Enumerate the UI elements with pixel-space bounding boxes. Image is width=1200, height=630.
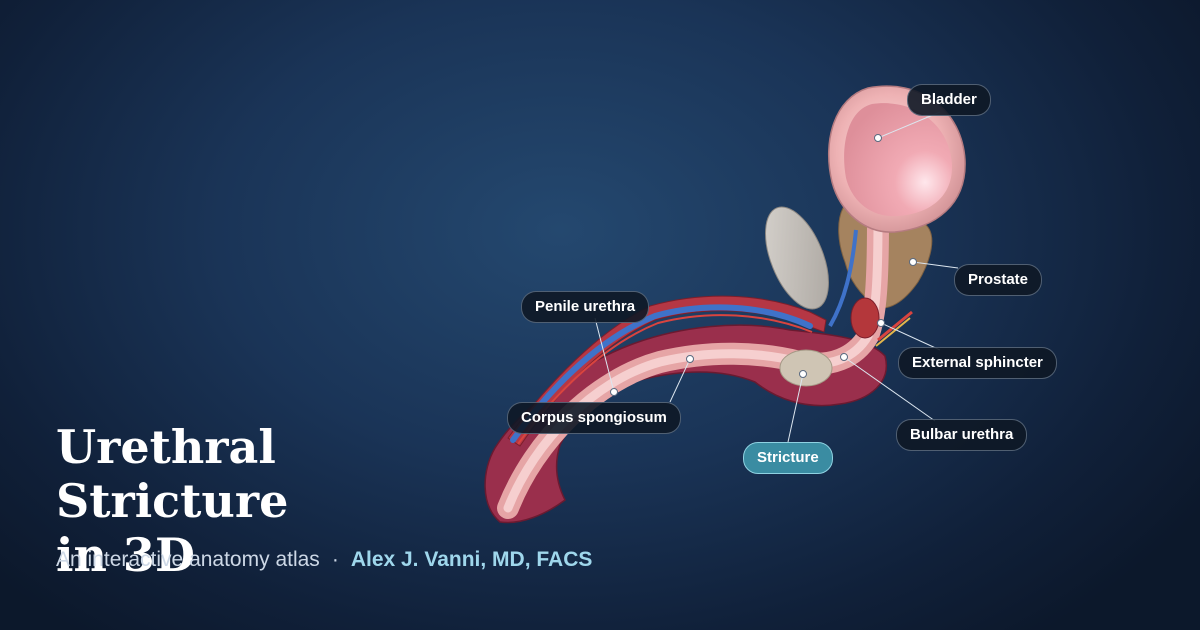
label-bulbar-urethra[interactable]: Bulbar urethra — [896, 419, 1028, 451]
subtitle-separator: · — [331, 548, 339, 571]
author-name: Alex J. Vanni, MD, FACS — [350, 548, 593, 571]
vessels-right-shape — [877, 310, 913, 342]
label-stricture[interactable]: Stricture — [743, 442, 833, 474]
subtitle-text: An interactive anatomy atlas — [56, 548, 320, 571]
pubic-bone-shape — [765, 206, 829, 310]
leader-lines — [594, 111, 959, 443]
label-penile-urethra[interactable]: Penile urethra — [521, 291, 650, 323]
anchor-dots — [610, 134, 917, 396]
label-external-sphincter[interactable]: External sphincter — [898, 347, 1057, 379]
label-prostate[interactable]: Prostate — [954, 264, 1043, 296]
label-bladder[interactable]: Bladder — [907, 84, 991, 116]
bladder-lumen-shape — [844, 103, 953, 217]
title-line-1: Urethral Stricture — [56, 420, 289, 528]
deep-vein-shape — [510, 304, 813, 443]
external-sphincter-shape — [850, 297, 880, 339]
label-corpus-spongiosum[interactable]: Corpus spongiosum — [507, 402, 681, 434]
dorsal-vein-shape — [828, 229, 858, 327]
page-title: Urethral Stricture in 3D — [56, 420, 516, 582]
subtitle: An interactive anatomy atlas · Alex J. Van… — [56, 548, 592, 572]
vessels-right-yellow-shape — [875, 317, 911, 347]
stricture-scar-shape — [779, 349, 833, 387]
title-line-2: in 3D — [56, 528, 195, 582]
